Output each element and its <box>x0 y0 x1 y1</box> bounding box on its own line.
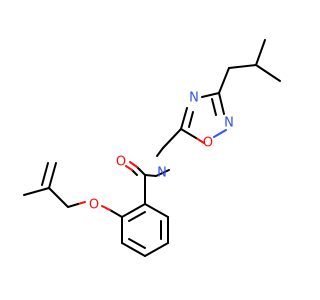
bond-ring-6 <box>121 203 146 218</box>
bond-ring-1 <box>144 203 169 218</box>
atom-amide-oxygen: O <box>116 155 126 170</box>
bond-ring-4 <box>121 242 146 257</box>
atom-ring-nitrogen-right: N <box>224 116 234 131</box>
bond-c-ch2-double-1 <box>48 162 57 189</box>
bond-c-methyl <box>23 187 50 196</box>
bond-carbonyl-co-1 <box>136 166 146 176</box>
bond-n4-c3 <box>201 92 220 98</box>
bond-n2-o1 <box>213 129 227 138</box>
atom-labels: O N O N O N <box>89 91 234 213</box>
atom-ring-nitrogen-top: N <box>189 91 199 106</box>
bond-o-ch2 <box>67 203 79 208</box>
bond-o-ch2-o <box>77 201 86 205</box>
bond-carbonyl-c-n-link <box>144 174 157 177</box>
atom-ether-oxygen: O <box>89 198 99 213</box>
bond-ch2-c <box>48 187 69 208</box>
atom-amide-nitrogen: N <box>157 166 167 181</box>
molecule-diagram: O N O N O N <box>23 39 281 257</box>
bond-carbonyl-co-o-2 <box>125 165 133 171</box>
bond-carbonyl-co-2 <box>131 169 138 176</box>
bond-isobutyl-methyl-top <box>255 39 266 66</box>
isobutyl-group <box>218 39 281 94</box>
bond-carbonyl-co-o-1 <box>129 161 138 168</box>
bond-o1-c5 <box>180 128 197 139</box>
methallyl-ether <box>23 162 123 218</box>
bond-c-ch2-double-2 <box>41 162 49 186</box>
bond-n-carbonyl <box>155 169 170 177</box>
atom-ring-oxygen: O <box>203 136 213 151</box>
bond-ring-o <box>101 205 111 211</box>
bond-c3-n2 <box>218 92 225 115</box>
amide-linker <box>125 128 182 177</box>
bond-c3-n2-double <box>211 98 217 116</box>
bond-isobutyl-methyl-right <box>255 64 281 82</box>
oxadiazole-ring <box>180 92 227 144</box>
bond-ring-4-double <box>128 238 146 249</box>
bond-ch2-n <box>156 147 164 157</box>
bond-c5-n4 <box>180 107 188 130</box>
bond-ring-6-double <box>128 211 146 222</box>
bond-ring-3 <box>144 242 169 257</box>
bond-ring-o-c <box>109 209 123 218</box>
bond-isobutyl-ch2-ring <box>218 67 230 94</box>
bond-c5-ch2 <box>162 128 182 149</box>
bond-isobutyl-ch-ch2 <box>228 64 257 69</box>
bond-c5-n4-double <box>188 111 194 128</box>
bond-o1-c5-o <box>195 137 205 144</box>
benzene-ring <box>121 174 169 257</box>
